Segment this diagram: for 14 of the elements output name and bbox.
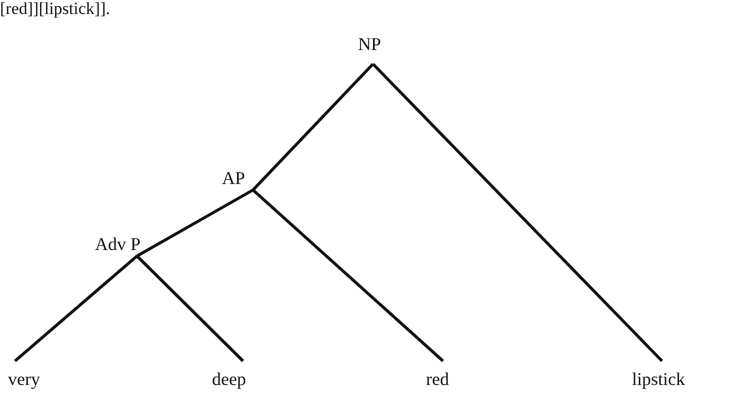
phrase-label: AP <box>222 168 246 188</box>
tree-branch <box>136 254 244 362</box>
note-text: [red]][lipstick]]. <box>0 0 110 18</box>
tree-branch <box>14 254 138 362</box>
tree-branch <box>252 188 444 362</box>
word-label: lipstick <box>632 361 685 389</box>
tree-branch <box>136 188 254 258</box>
word-label: very <box>8 361 40 389</box>
phrase-label: NP <box>358 34 382 54</box>
word-label: deep <box>212 361 246 389</box>
word-label: red <box>426 361 449 389</box>
tree-branch <box>372 62 664 362</box>
tree-branch <box>252 62 374 192</box>
phrase-label: Adv P <box>95 234 141 254</box>
